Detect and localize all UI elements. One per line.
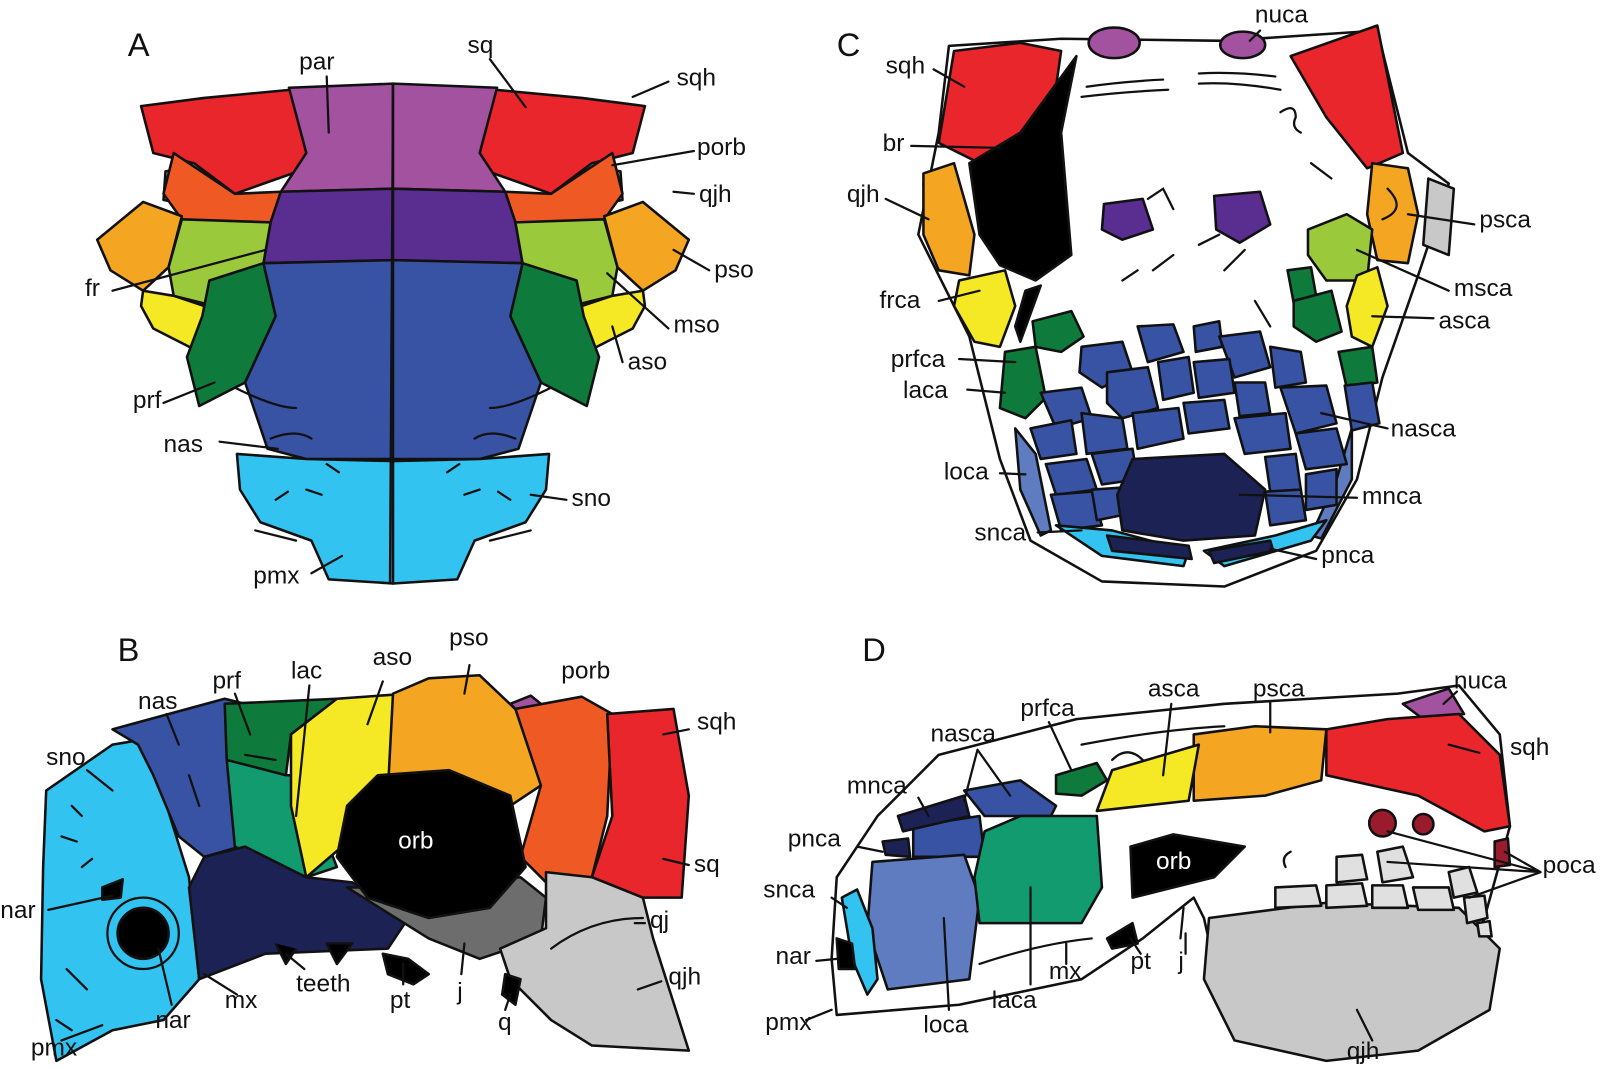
label-c-nuca: nuca: [1255, 1, 1308, 28]
label-a-par: par: [299, 48, 334, 75]
label-d-qjh: qjh: [1347, 1038, 1380, 1065]
label-b-nas: nas: [138, 688, 177, 715]
label-d-asca: asca: [1148, 676, 1200, 703]
label-a-aso: aso: [628, 348, 667, 375]
label-a-sno: sno: [572, 485, 611, 512]
label-d-snca: snca: [763, 877, 815, 904]
panel-c-letter: C: [837, 26, 861, 63]
label-b-aso: aso: [373, 644, 412, 671]
label-a-qjh: qjh: [699, 181, 732, 208]
label-c-br: br: [883, 130, 905, 157]
label-a-mso: mso: [674, 312, 720, 339]
label-c-asca: asca: [1439, 307, 1491, 334]
label-a-sqh: sqh: [677, 65, 716, 92]
label-a-sq: sq: [467, 32, 493, 59]
label-c-msca: msca: [1454, 275, 1513, 302]
label-b-nar-upper: nar: [0, 897, 35, 924]
label-b-prf: prf: [212, 668, 241, 695]
label-d-nuca: nuca: [1454, 668, 1507, 695]
label-d-orb: orb: [1156, 848, 1191, 875]
label-c-frca: frca: [880, 287, 921, 314]
label-d-laca: laca: [992, 987, 1037, 1014]
label-d-loca: loca: [923, 1011, 968, 1038]
label-c-snca: snca: [974, 520, 1026, 547]
label-d-sqh: sqh: [1510, 734, 1549, 761]
panel-c-ventral-skull: [884, 24, 1476, 588]
label-c-qjh: qjh: [847, 181, 880, 208]
label-c-sqh: sqh: [886, 52, 925, 79]
label-a-pso: pso: [714, 256, 753, 283]
label-d-mnca: mnca: [847, 773, 907, 800]
label-c-laca: laca: [903, 377, 948, 404]
panel-d-poca-scales: [1274, 845, 1493, 938]
label-c-psca: psca: [1479, 206, 1531, 233]
label-d-nasca: nasca: [931, 721, 997, 748]
label-b-orb: orb: [398, 828, 433, 855]
label-a-prf: prf: [133, 387, 162, 414]
label-c-loca: loca: [944, 458, 989, 485]
label-b-mx: mx: [225, 987, 258, 1014]
label-b-qjh: qjh: [668, 963, 701, 990]
label-b-pmx: pmx: [31, 1035, 77, 1062]
label-b-lac: lac: [291, 657, 322, 684]
label-b-sqh: sqh: [697, 708, 736, 735]
label-d-prfca: prfca: [1020, 695, 1075, 722]
label-b-porb: porb: [561, 657, 610, 684]
panel-d-letter: D: [862, 631, 886, 668]
label-a-fr: fr: [85, 275, 100, 302]
label-d-nar: nar: [776, 943, 811, 970]
label-d-mx: mx: [1049, 958, 1082, 985]
panel-b-leader-lines: [47, 663, 690, 1042]
label-a-nas: nas: [163, 431, 202, 458]
label-b-teeth: teeth: [296, 970, 350, 997]
panel-d-lateral-scales: [804, 684, 1542, 1063]
panel-b-letter: B: [118, 631, 140, 668]
label-b-qj: qj: [650, 907, 669, 934]
label-b-nar-lower: nar: [155, 1007, 190, 1034]
panel-a-leader-lines: [111, 58, 711, 575]
label-d-pmx: pmx: [765, 1009, 811, 1036]
label-a-porb: porb: [697, 134, 746, 161]
label-a-pmx: pmx: [253, 562, 299, 589]
label-c-mnca: mnca: [1362, 483, 1422, 510]
label-c-prfca: prfca: [891, 346, 946, 373]
panel-a-dorsal-skull: [95, 58, 711, 585]
label-c-pnca: pnca: [1321, 542, 1374, 569]
label-d-pnca: pnca: [788, 826, 841, 853]
label-d-psca: psca: [1253, 676, 1305, 703]
label-b-pso: pso: [449, 625, 488, 652]
label-d-poca: poca: [1543, 852, 1596, 879]
panel-c-scales: [1029, 320, 1381, 532]
label-b-q: q: [498, 1009, 512, 1036]
label-c-nasca: nasca: [1391, 416, 1457, 443]
label-b-pt: pt: [390, 987, 411, 1014]
label-b-sq: sq: [694, 851, 720, 878]
panel-a-letter: A: [128, 26, 150, 63]
panel-b-lateral-skull: [39, 663, 691, 1063]
panel-d-leader-lines: [804, 690, 1542, 1042]
label-b-sno: sno: [46, 744, 85, 771]
panel-c-leader-lines: [884, 29, 1476, 561]
label-d-pt: pt: [1130, 948, 1151, 975]
label-b-j: j: [456, 979, 462, 1006]
label-d-j: j: [1177, 948, 1183, 975]
